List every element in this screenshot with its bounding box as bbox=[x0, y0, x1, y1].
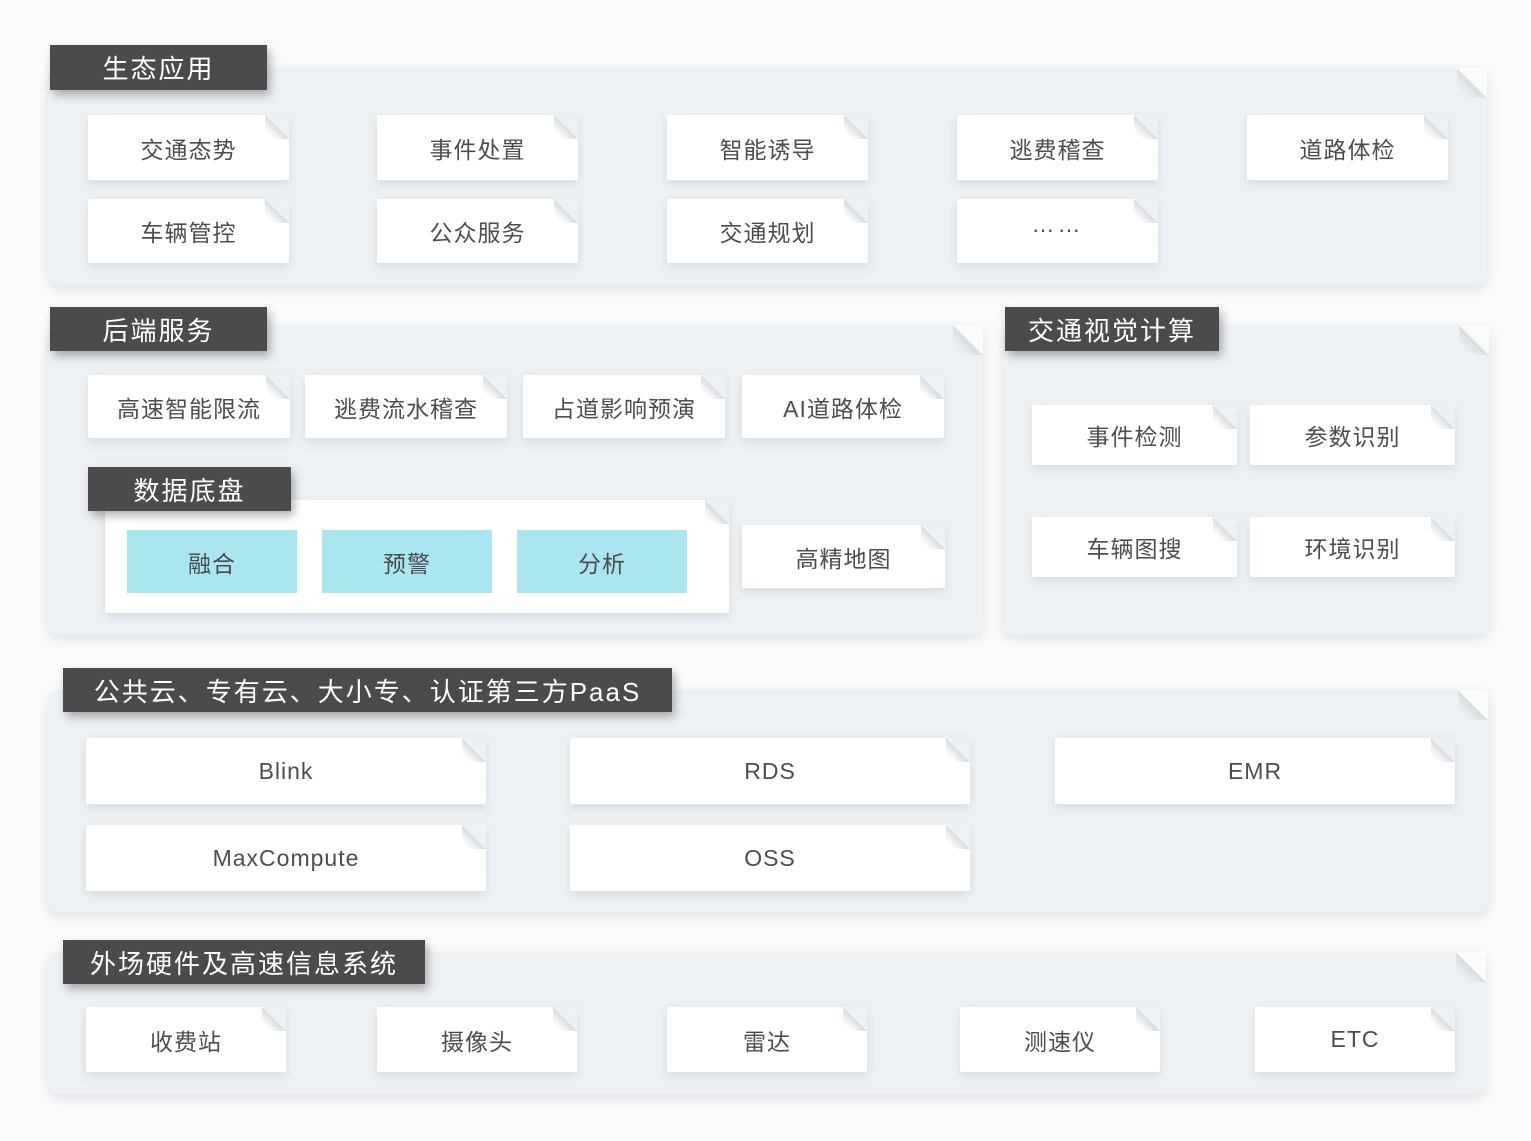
panel-eco-apps: 交通态势 事件处置 智能诱导 逃费稽查 道路体检 车辆管控 公众服务 交通规划 … bbox=[48, 68, 1487, 285]
card-maxcompute: MaxCompute bbox=[86, 825, 486, 891]
card-oss: OSS bbox=[570, 825, 970, 891]
card-incident-handling: 事件处置 bbox=[377, 115, 578, 180]
tag-traffic-vision: 交通视觉计算 bbox=[1005, 307, 1219, 351]
tag-data-platform: 数据底盘 bbox=[88, 467, 291, 511]
card-road-inspection: 道路体检 bbox=[1247, 115, 1448, 180]
card-vehicle-image-search: 车辆图搜 bbox=[1032, 517, 1237, 577]
card-event-detection: 事件检测 bbox=[1032, 405, 1237, 465]
chip-analysis: 分析 bbox=[517, 530, 687, 593]
chip-fusion: 融合 bbox=[127, 530, 297, 593]
card-parameter-recognition: 参数识别 bbox=[1250, 405, 1455, 465]
card-more-ellipsis: …… bbox=[957, 199, 1158, 263]
card-blink: Blink bbox=[86, 738, 486, 804]
card-public-service: 公众服务 bbox=[377, 199, 578, 263]
card-toll-evasion-flow-audit: 逃费流水稽查 bbox=[305, 375, 507, 438]
tag-paas-layer: 公共云、专有云、大小专、认证第三方PaaS bbox=[63, 668, 672, 712]
ellipsis-label: …… bbox=[1032, 211, 1084, 238]
panel-paas: Blink RDS EMR MaxCompute OSS bbox=[48, 690, 1488, 912]
card-traffic-status: 交通态势 bbox=[88, 115, 289, 180]
card-ai-road-inspection: AI道路体检 bbox=[742, 375, 944, 438]
panel-traffic-vision: 事件检测 参数识别 车辆图搜 环境识别 bbox=[1003, 325, 1489, 635]
card-traffic-planning: 交通规划 bbox=[667, 199, 868, 263]
card-toll-station: 收费站 bbox=[86, 1007, 286, 1072]
tag-field-hardware: 外场硬件及高速信息系统 bbox=[63, 940, 425, 984]
card-speed-meter: 测速仪 bbox=[960, 1007, 1160, 1072]
card-lane-occupation-impact-preview: 占道影响预演 bbox=[523, 375, 725, 438]
tag-backend-services: 后端服务 bbox=[50, 307, 267, 351]
chip-warning: 预警 bbox=[322, 530, 492, 593]
card-vehicle-control: 车辆管控 bbox=[88, 199, 289, 263]
card-toll-evasion-check: 逃费稽查 bbox=[957, 115, 1158, 180]
card-camera: 摄像头 bbox=[377, 1007, 577, 1072]
tag-eco-apps: 生态应用 bbox=[50, 45, 267, 90]
card-rds: RDS bbox=[570, 738, 970, 804]
card-radar: 雷达 bbox=[667, 1007, 867, 1072]
card-etc: ETC bbox=[1255, 1007, 1455, 1072]
card-environment-recognition: 环境识别 bbox=[1250, 517, 1455, 577]
card-smart-guidance: 智能诱导 bbox=[667, 115, 868, 180]
card-hd-map: 高精地图 bbox=[742, 525, 945, 588]
card-highway-smart-flow-limit: 高速智能限流 bbox=[88, 375, 290, 438]
data-platform-container: 融合 预警 分析 bbox=[105, 500, 729, 613]
card-emr: EMR bbox=[1055, 738, 1455, 804]
